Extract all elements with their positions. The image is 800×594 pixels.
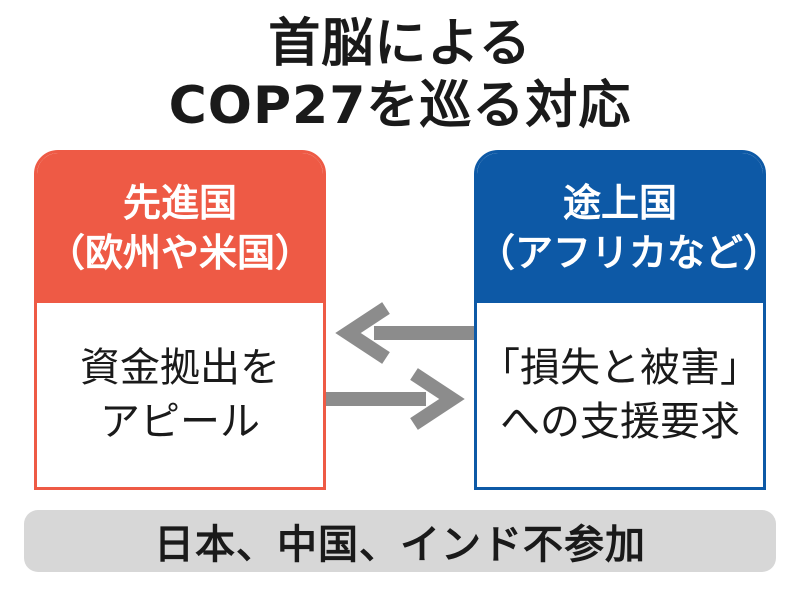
footer-banner: 日本、中国、インド不参加 <box>24 510 776 572</box>
developing-body-line-2: への支援要求 <box>500 399 740 445</box>
developed-header-subtitle: （欧州や米国） <box>46 231 313 275</box>
developing-body-line-1: 「損失と被害」 <box>480 345 760 391</box>
developed-body-line-1: 資金拠出を <box>80 345 280 391</box>
arrow-right-icon <box>326 368 465 430</box>
developed-body-line-2: アピール <box>100 399 260 445</box>
developing-countries-body: 「損失と被害」 への支援要求 <box>477 303 763 487</box>
developing-countries-header: 途上国 （アフリカなど） <box>477 153 763 303</box>
developed-countries-body: 資金拠出を アピール <box>37 303 323 487</box>
exchange-arrows <box>326 302 474 430</box>
developed-countries-header: 先進国 （欧州や米国） <box>37 153 323 303</box>
developed-countries-box: 先進国 （欧州や米国） 資金拠出を アピール <box>34 150 326 490</box>
title-line-2: COP27を巡る対応 <box>168 76 632 136</box>
developing-countries-box: 途上国 （アフリカなど） 「損失と被害」 への支援要求 <box>474 150 766 490</box>
developing-header-title: 途上国 <box>562 181 677 225</box>
developed-header-title: 先進国 <box>122 181 237 225</box>
developing-header-subtitle: （アフリカなど） <box>477 231 766 275</box>
arrow-left-icon <box>335 302 474 364</box>
title-line-1: 首脳による <box>268 14 532 74</box>
